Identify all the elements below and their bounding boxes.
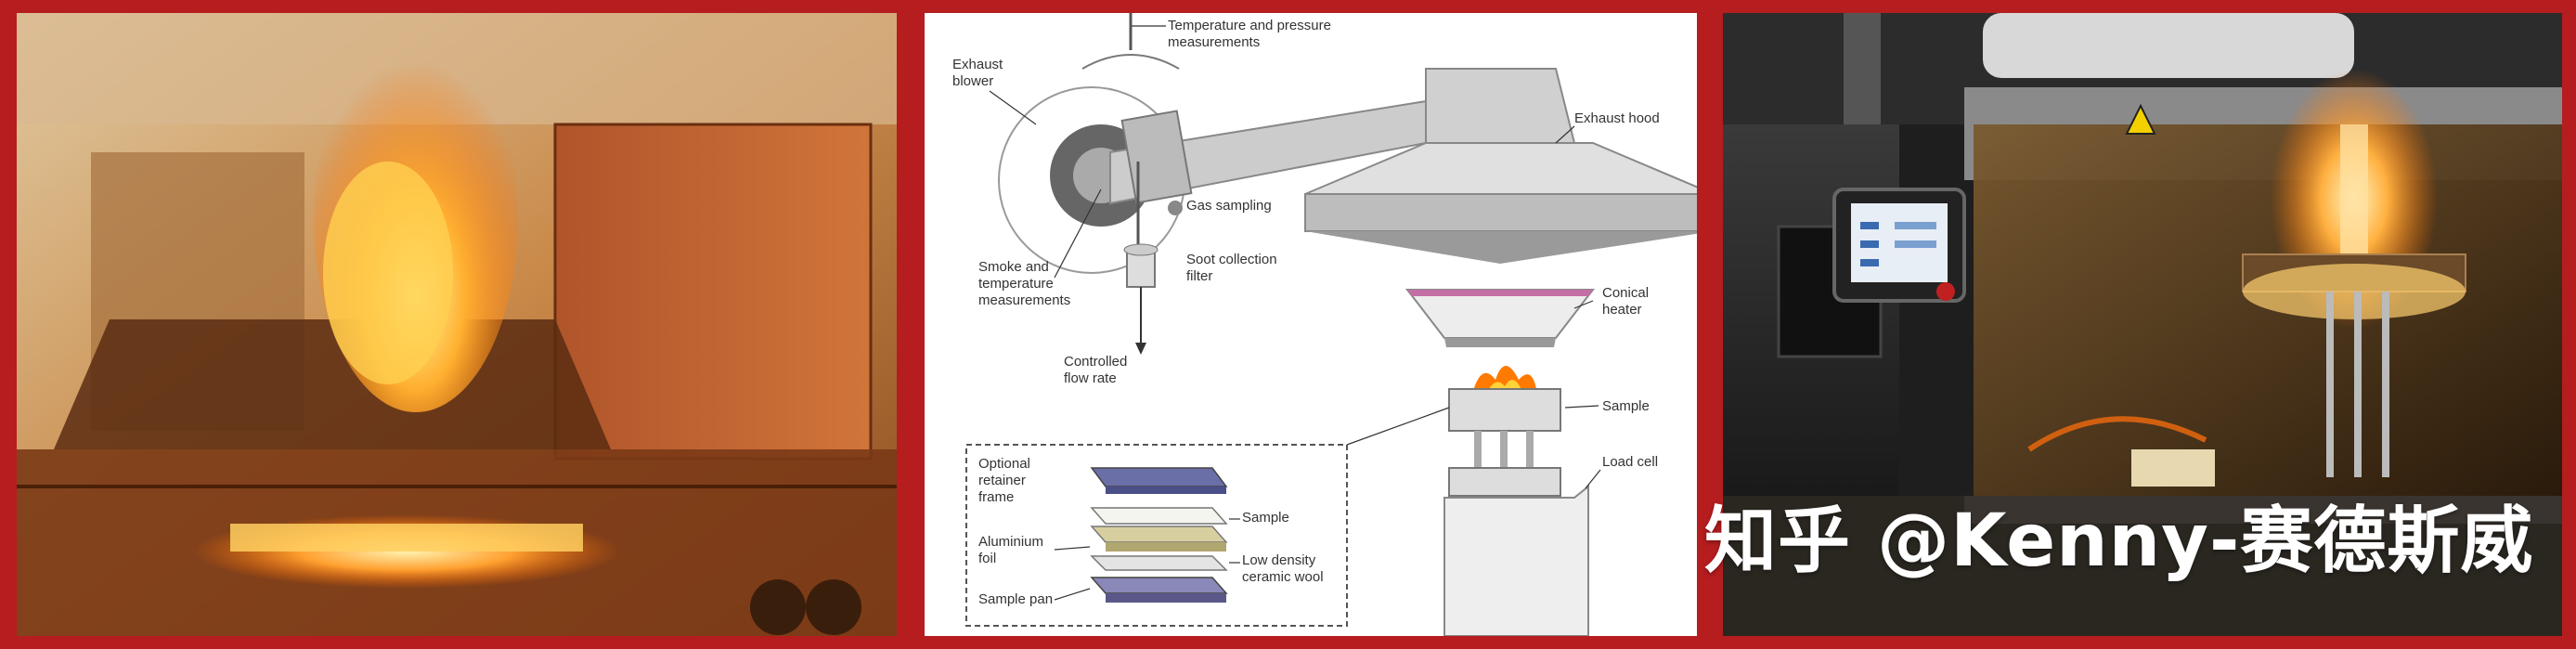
label-retainer-frame-3: frame — [978, 489, 1014, 505]
sample-holder — [1448, 388, 1561, 432]
label-smoke-temp-2: temperature — [978, 276, 1054, 292]
watermark: 知乎 @Kenny-赛德斯威 — [1704, 500, 2534, 583]
label-ceramic-wool-2: ceramic wool — [1242, 569, 1324, 585]
cone-calorimeter-diagram-drawing: Temperature and pressure measurements Ex… — [952, 13, 1697, 636]
label-temp-pressure-1: Temperature and pressure — [1168, 18, 1331, 33]
label-exhaust-blower-1: Exhaust — [952, 57, 1003, 72]
label-sample-main: Sample — [1602, 398, 1650, 414]
label-retainer-frame-2: retainer — [978, 473, 1026, 488]
label-sample-inset: Sample — [1242, 510, 1289, 526]
label-retainer-frame-1: Optional — [978, 456, 1030, 472]
label-aluminium-foil-1: Aluminium — [978, 534, 1043, 550]
fire-test-photo — [17, 13, 897, 636]
lab-apparatus-photo-illustration — [1723, 13, 2562, 636]
test-chamber — [1974, 124, 2562, 496]
label-load-cell: Load cell — [1602, 454, 1658, 470]
fire-test-photo-illustration — [17, 13, 897, 636]
label-gas-sampling: Gas sampling — [1186, 198, 1272, 214]
flame-icon — [1472, 366, 1537, 394]
lab-apparatus-photo — [1723, 13, 2562, 636]
label-conical-heater-1: Conical — [1602, 285, 1649, 301]
label-controlled-flow-1: Controlled — [1064, 354, 1127, 370]
cone-calorimeter-diagram: Temperature and pressure measurements Ex… — [925, 13, 1697, 636]
label-controlled-flow-2: flow rate — [1064, 370, 1117, 386]
label-exhaust-blower-2: blower — [952, 73, 993, 89]
label-temp-pressure-2: measurements — [1168, 34, 1260, 50]
exhaust-hood — [1304, 142, 1697, 195]
label-soot-filter-1: Soot collection — [1186, 252, 1277, 267]
label-ceramic-wool-1: Low density — [1242, 552, 1316, 568]
label-soot-filter-2: filter — [1186, 268, 1212, 284]
label-exhaust-hood: Exhaust hood — [1574, 110, 1660, 126]
label-aluminium-foil-2: foil — [978, 551, 996, 566]
emergency-stop-button — [1936, 282, 1955, 301]
warning-sign-icon — [2125, 103, 2156, 135]
load-cell — [1443, 484, 1589, 636]
conical-heater — [1405, 289, 1596, 339]
label-sample-pan: Sample pan — [978, 591, 1053, 607]
label-smoke-temp-1: Smoke and — [978, 259, 1049, 275]
label-smoke-temp-3: measurements — [978, 292, 1070, 308]
sample-assembly-inset — [965, 444, 1348, 627]
label-conical-heater-2: heater — [1602, 302, 1642, 318]
